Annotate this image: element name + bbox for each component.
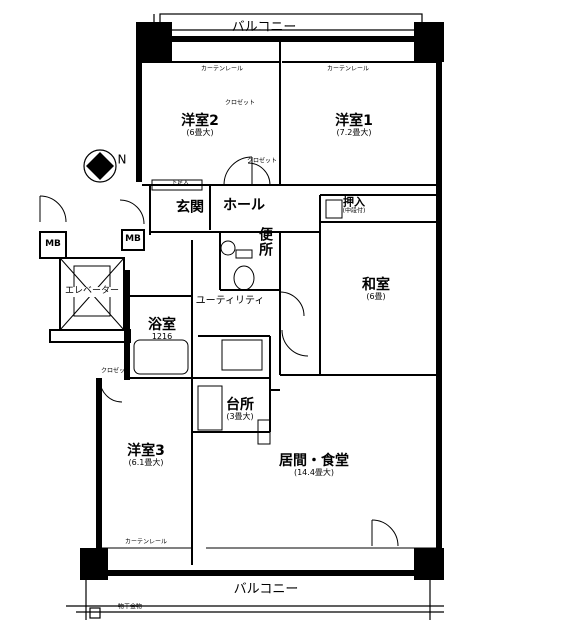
room-utility: ユーティリティ [195,295,265,307]
room-western1-name: 洋室1 [335,112,373,129]
room-western1-size: (7.2畳大) [336,128,372,138]
mb-label-1: MB [45,239,61,250]
room-toilet: 便所 [259,227,273,259]
closet-label-2: クロゼット [246,157,278,165]
room-kitchen-size: (3畳大) [226,412,254,422]
room-western3-name: 洋室3 [127,442,165,459]
interior-walls [100,42,436,565]
room-oshiire-size: (中段付) [342,207,366,215]
balcony-bottom-outline [66,576,444,620]
north-label: N [117,152,127,167]
room-western3: 洋室3 (6.1畳大) [127,442,165,468]
room-western1: 洋室1 (7.2畳大) [335,112,373,138]
room-bath-size: 1216 [151,332,173,342]
room-western2: 洋室2 (6畳大) [181,112,219,138]
shoe-cabinet-label: 下足入 [170,179,190,187]
room-kitchen: 台所 (3畳大) [226,396,254,422]
curtain-rail-label-top2: カーテンレール [326,65,370,73]
room-japanese-name: 和室 [362,276,390,293]
closet-label-3: クロゼット [100,367,132,375]
fixtures [133,179,343,445]
balcony-bottom-label: バルコニー [233,581,299,597]
closet-label-1: クロゼット [224,99,256,107]
room-hall: ホール [223,197,265,214]
elevator-label: エレベーター [64,286,120,297]
room-bath-name: 浴室 [148,316,176,333]
room-entrance: 玄関 [176,199,204,216]
curtain-rail-label-top: カーテンレール [200,65,244,73]
room-kitchen-name: 台所 [226,396,254,413]
room-western2-name: 洋室2 [181,112,219,129]
room-living-name: 居間・食堂 [279,452,349,469]
balcony-top-label: バルコニー [231,19,297,35]
mb-label-2: MB [125,234,141,245]
room-japanese-size: (6畳) [366,292,386,302]
room-oshiire: 押入 (中段付) [342,195,366,216]
room-oshiire-name: 押入 [343,195,365,209]
room-living: 居間・食堂 (14.4畳大) [279,452,349,478]
room-western3-size: (6.1畳大) [128,458,164,468]
outer-walls [80,22,444,580]
laundry-hardware-label: 物干金物 [117,603,143,611]
room-living-size: (14.4畳大) [293,468,335,478]
room-western2-size: (6畳大) [186,128,214,138]
room-japanese: 和室 (6畳) [362,276,390,302]
door-swings [39,156,399,547]
north-arrow [83,149,117,183]
curtain-rail-label-bottom: カーテンレール [124,538,168,546]
room-bath: 浴室 1216 [148,316,176,342]
